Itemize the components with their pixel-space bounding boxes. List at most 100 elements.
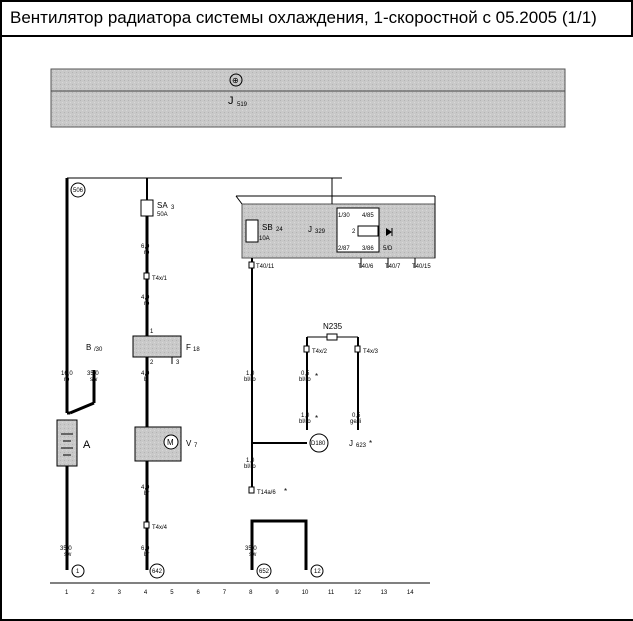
switch-pin: 2 <box>150 360 154 366</box>
ground-b30-label: B <box>86 343 91 352</box>
diode-icon <box>386 228 392 236</box>
control-unit-symbol: ⊕ <box>232 76 239 85</box>
control-unit-sub: 519 <box>237 102 248 108</box>
wire-size: 4,0 <box>141 485 150 491</box>
ref-12: 12 <box>314 569 321 575</box>
switch-pin: 1 <box>150 329 154 335</box>
track-number: 6 <box>197 590 201 596</box>
connector-markers <box>143 261 361 529</box>
fuse-sa3-rating: 50A <box>157 212 168 218</box>
relay-pin: 4/85 <box>362 213 374 219</box>
track-number: 8 <box>249 590 253 596</box>
track-number: 3 <box>118 590 122 596</box>
fuse-sb24-icon <box>245 219 259 243</box>
fuse-sb24-sub: 24 <box>276 227 283 233</box>
connector-t4x2: T4x/2 <box>312 349 328 355</box>
wire-color: ro <box>144 301 150 307</box>
wire-labels: 16,0 ro 35,0 sw 6,0 ro 4,0 ro 4,0 bl 4,0… <box>60 244 361 558</box>
relay-j329-sub: 329 <box>315 229 326 235</box>
circle-references <box>70 182 329 579</box>
wire-color: bl/ro <box>244 377 256 383</box>
wire-color: br <box>144 552 149 558</box>
ref-1: 1 <box>76 569 80 575</box>
wire-size: 1,0 <box>246 458 255 464</box>
relay-box: SB 24 10A J 329 1/30 4/85 2/87 3/86 2 5/… <box>235 195 436 259</box>
wire-size: 4,0 <box>141 295 150 301</box>
wire-color: sw <box>249 552 257 558</box>
wire-size: 0,5 <box>301 371 310 377</box>
relay-pin: 2 <box>352 229 356 235</box>
wire-size: 16,0 <box>61 371 73 377</box>
title-bar: Вентилятор радиатора системы охлаждения,… <box>0 0 633 37</box>
fuse-sb24-rating: 10A <box>259 236 270 242</box>
fan-v7: M V 7 <box>134 426 198 462</box>
track-number: 10 <box>302 590 309 596</box>
diagram-title: Вентилятор радиатора системы охлаждения,… <box>10 8 597 27</box>
wire-color: bl/ro <box>299 419 311 425</box>
relay-pin: 5/D <box>383 246 393 252</box>
relay-pin: 1/30 <box>338 213 350 219</box>
connector-t4x1: T4x/1 <box>152 276 168 282</box>
fan-v7-label: V <box>186 439 192 448</box>
wire-size: 1,0 <box>246 371 255 377</box>
wire-color: sw <box>64 552 72 558</box>
connector-t14a6-mark: * <box>284 487 287 496</box>
track-number: 4 <box>144 590 148 596</box>
track-number: 5 <box>170 590 174 596</box>
wire-size: 35,0 <box>245 546 257 552</box>
wire-size: 35,0 <box>87 371 99 377</box>
relay-connector: T40/15 <box>412 264 431 270</box>
wire-mark: * <box>315 414 318 423</box>
wire-color: sw <box>90 377 98 383</box>
wire-color: bl/ro <box>244 464 256 470</box>
relay-pin: 3/86 <box>362 246 374 252</box>
track-number: 1 <box>65 590 69 596</box>
fuse-sb24-label: SB <box>262 223 273 232</box>
switch-pin: 3 <box>176 360 180 366</box>
resistor-n235: N235 <box>323 322 343 341</box>
wire-color: br <box>144 491 149 497</box>
ground-b30-sub: /30 <box>94 347 103 353</box>
wire-color: bl/ro <box>299 377 311 383</box>
fan-v7-sub: 7 <box>194 443 198 449</box>
ref-652: 652 <box>259 569 270 575</box>
wire-color: bl <box>144 377 149 383</box>
wire-size: 1,0 <box>301 413 310 419</box>
wire-color: ro <box>144 250 150 256</box>
ref-506: 506 <box>73 188 84 194</box>
diagram-frame <box>0 35 633 621</box>
wire-color: ge/li <box>350 419 361 425</box>
track-number: 7 <box>223 590 227 596</box>
track-number: 11 <box>328 590 335 596</box>
connector-t14a6: T14a/6 <box>257 490 276 496</box>
relay-j329-label: J <box>308 225 312 234</box>
control-unit-j519: ⊕ J 519 <box>50 68 566 128</box>
fuse-sa3: SA 3 50A <box>140 199 175 218</box>
fuse-symbol-icon <box>229 73 243 87</box>
motor-icon <box>163 434 179 450</box>
track-number: 14 <box>407 590 414 596</box>
wire-mark: * <box>315 372 318 381</box>
wire-size: 6,0 <box>141 546 150 552</box>
battery-label: A <box>83 439 91 451</box>
wire-size: 35,0 <box>60 546 72 552</box>
relay-connector: T40/7 <box>385 264 401 270</box>
ref-d180: D180 <box>311 441 326 447</box>
control-unit-label: J <box>228 95 234 107</box>
track-number: 13 <box>381 590 388 596</box>
ref-642: 642 <box>152 569 163 575</box>
wire-size: 0,5 <box>352 413 361 419</box>
relay-pin: 2/87 <box>338 246 350 252</box>
wire-size: 6,0 <box>141 244 150 250</box>
track-number: 12 <box>354 590 361 596</box>
wire-color: ro <box>64 377 70 383</box>
relay-connector: T40/6 <box>358 264 374 270</box>
unit-j623-mark: * <box>369 439 372 448</box>
switch-f18: F 18 1 2 3 <box>132 329 200 366</box>
unit-j623-label: J <box>349 439 353 448</box>
switch-f18-label: F <box>186 343 191 352</box>
connector-t4x4: T4x/4 <box>152 525 168 531</box>
